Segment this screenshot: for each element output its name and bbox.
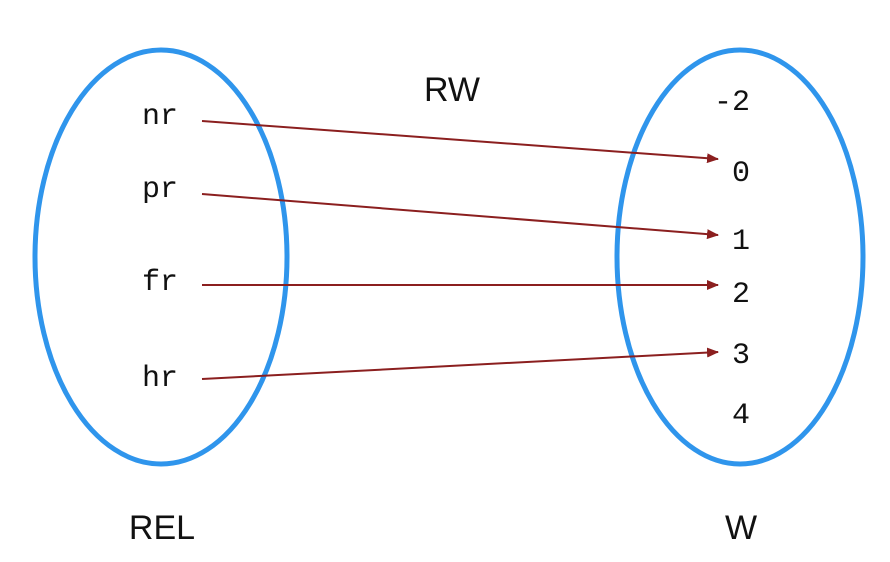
codomain-element-0: 0 (732, 157, 750, 191)
domain-set-label: REL (129, 509, 195, 547)
arrow-nr-to-0 (201, 120, 719, 164)
codomain-element-neg2: -2 (714, 86, 750, 120)
domain-set-outline (32, 47, 290, 467)
mapping-label: RW (424, 71, 480, 109)
codomain-element-3: 3 (732, 339, 750, 373)
arrow-hr-to-3 (201, 347, 719, 380)
domain-element-fr: fr (142, 266, 178, 300)
domain-element-pr: pr (142, 173, 178, 207)
domain-element-hr: hr (142, 362, 178, 396)
codomain-element-1: 1 (732, 225, 750, 259)
arrow-pr-to-1 (201, 193, 719, 240)
domain-element-nr: nr (142, 100, 178, 134)
codomain-set-label: W (725, 509, 757, 547)
codomain-element-2: 2 (732, 278, 750, 312)
codomain-set-outline (614, 47, 866, 467)
codomain-element-4: 4 (732, 399, 750, 433)
